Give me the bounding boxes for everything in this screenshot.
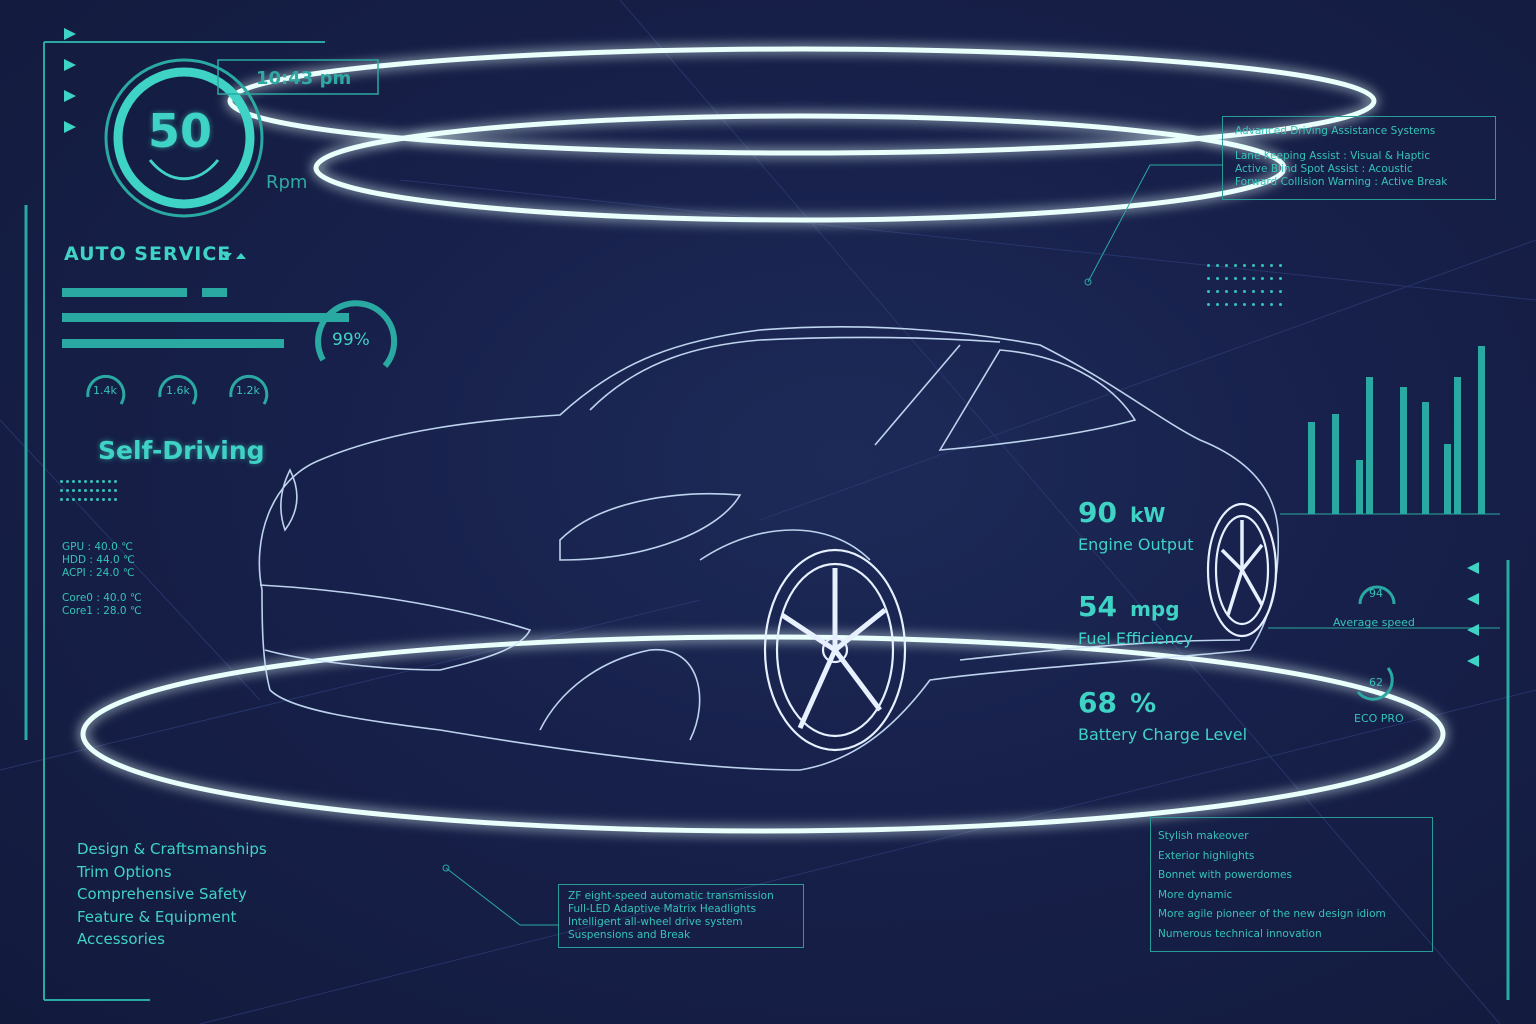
stat-battery: 68 % Battery Charge Level [1078, 686, 1247, 744]
menu-item-trim[interactable]: Trim Options [77, 862, 172, 881]
temp-list: GPU : 40.0 ℃ HDD : 44.0 ℃ ACPI : 24.0 ℃ … [62, 541, 142, 618]
makeover-line-2: Exterior highlights [1158, 849, 1255, 862]
adas-line-collision: Forward Collision Warning : Active Break [1235, 176, 1448, 188]
fuel-label: Fuel Efficiency [1078, 629, 1193, 648]
trans-line-3: Intelligent all-wheel drive system [568, 916, 743, 928]
car-outline [258, 326, 1280, 771]
trans-line-4: Suspensions and Break [568, 929, 691, 941]
adas-line-blindspot: Active Blind Spot Assist : Acoustic [1235, 163, 1413, 175]
bar-chart [1300, 340, 1500, 514]
fuel-unit: mpg [1130, 597, 1180, 621]
makeover-line-4: More dynamic [1158, 888, 1233, 901]
adas-title: Advanced Driving Assistance Systems [1235, 125, 1436, 137]
gauge-2: 1.6k [166, 384, 190, 397]
eco-pro-value: 62 [1369, 676, 1383, 689]
service-percent: 99% [332, 330, 370, 350]
temp-gpu: GPU : 40.0 ℃ [62, 541, 133, 553]
gauge-1: 1.4k [93, 384, 117, 397]
engine-unit: kW [1130, 503, 1166, 527]
temp-core0: Core0 : 40.0 ℃ [62, 592, 142, 604]
menu-item-accessories[interactable]: Accessories [77, 930, 165, 948]
dot-grid-left [60, 480, 120, 501]
feature-menu: Design & Craftsmanships Trim Options Com… [77, 838, 267, 951]
engine-label: Engine Output [1078, 535, 1194, 554]
eco-pro-label: ECO PRO [1354, 712, 1404, 725]
auto-service-title[interactable]: AUTO SERVICE [64, 243, 232, 265]
adas-panel: Advanced Driving Assistance Systems Lane… [1222, 116, 1496, 200]
avg-speed-label: Average speed [1333, 616, 1415, 629]
engine-value: 90 [1078, 496, 1117, 529]
gauge-3: 1.2k [236, 384, 260, 397]
stat-fuel: 54 mpg Fuel Efficiency [1078, 590, 1193, 648]
dot-grid-right [1207, 264, 1288, 306]
temp-acpi: ACPI : 24.0 ℃ [62, 567, 135, 579]
makeover-panel: Stylish makeover Exterior highlights Bon… [1150, 817, 1433, 952]
trans-line-2: Full-LED Adaptive Matrix Headlights [568, 903, 757, 915]
makeover-line-3: Bonnet with powerdomes [1158, 869, 1292, 882]
battery-label: Battery Charge Level [1078, 725, 1248, 744]
fuel-value: 54 [1078, 590, 1117, 623]
temp-hdd: HDD : 44.0 ℃ [62, 554, 135, 566]
stat-engine: 90 kW Engine Output [1078, 496, 1194, 554]
speed-value: 50 [148, 104, 213, 158]
battery-value: 68 [1078, 686, 1117, 719]
speed-unit: Rpm [266, 172, 308, 193]
makeover-line-6: Numerous technical innovation [1158, 927, 1322, 940]
time-display: 10:43 pm [256, 68, 352, 89]
makeover-line-1: Stylish makeover [1158, 830, 1249, 842]
menu-item-equipment[interactable]: Feature & Equipment [77, 907, 237, 926]
makeover-line-5: More agile pioneer of the new design idi… [1158, 908, 1386, 921]
menu-item-design[interactable]: Design & Craftsmanships [77, 840, 267, 858]
adas-line-lane: Lane Keeping Assist : Visual & Haptic [1235, 150, 1431, 162]
menu-item-safety[interactable]: Comprehensive Safety [77, 885, 247, 903]
self-driving-label[interactable]: Self-Driving [98, 436, 265, 465]
temp-core1: Core1 : 28.0 ℃ [62, 605, 142, 617]
battery-unit: % [1130, 689, 1157, 719]
transmission-panel: ZF eight-speed automatic transmission Fu… [558, 884, 804, 948]
trans-line-1: ZF eight-speed automatic transmission [568, 890, 774, 902]
avg-speed-value: 94 [1369, 587, 1383, 600]
